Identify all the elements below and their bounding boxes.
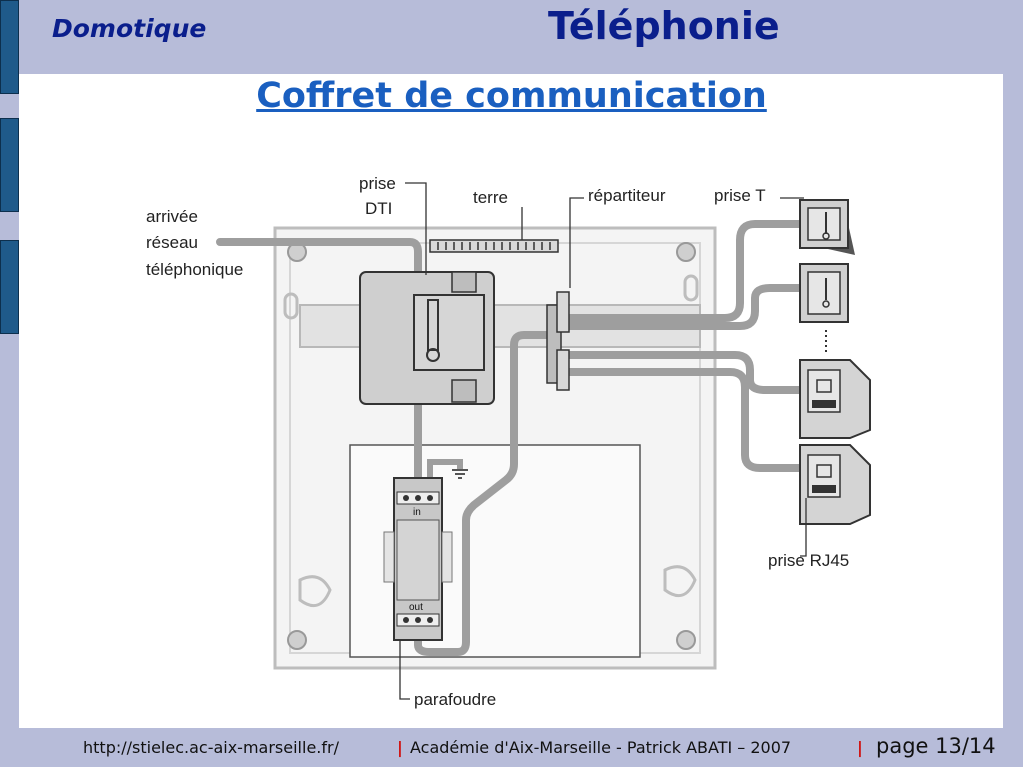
leader-lines <box>399 182 807 700</box>
label-arrivee-3: téléphonique <box>146 260 243 279</box>
surge-protector: in out <box>383 477 453 641</box>
dti-socket <box>359 271 495 405</box>
rj45-socket-2 <box>799 444 871 525</box>
label-prise-t: prise T <box>714 186 766 205</box>
header-telephonie: Téléphonie <box>548 4 780 48</box>
footer-separator-2: | <box>857 738 863 757</box>
label-prise-dti-2: DTI <box>365 199 392 218</box>
header-domotique: Domotique <box>52 14 207 43</box>
label-prise-dti-1: prise <box>359 174 396 193</box>
cables <box>216 220 804 656</box>
footer-academy: Académie d'Aix-Marseille - Patrick ABATI… <box>410 738 792 757</box>
label-arrivee-2: réseau <box>146 233 198 252</box>
t-socket-2 <box>799 263 849 323</box>
side-tab-1 <box>0 0 19 94</box>
footer: http://stielec.ac-aix-marseille.fr/ | Ac… <box>0 732 1023 767</box>
t-socket-1 <box>799 199 855 255</box>
label-parafoudre: parafoudre <box>414 690 496 709</box>
earth-bar-teeth <box>437 242 551 250</box>
label-repartiteur: répartiteur <box>588 186 666 205</box>
rj45-socket-1 <box>799 359 871 439</box>
footer-page-number: page 13/14 <box>876 734 996 758</box>
in-label: in <box>413 507 421 518</box>
label-arrivee-1: arrivée <box>146 207 198 226</box>
label-terre: terre <box>473 188 508 207</box>
out-label: out <box>409 602 423 613</box>
side-tab-2 <box>0 118 19 212</box>
side-tab-3 <box>0 240 19 334</box>
footer-separator-1: | <box>397 738 403 757</box>
footer-url[interactable]: http://stielec.ac-aix-marseille.fr/ <box>83 738 339 757</box>
slide-title: Coffret de communication <box>256 76 767 116</box>
distributor-block <box>546 291 570 391</box>
label-prise-rj45: prise RJ45 <box>768 551 849 570</box>
